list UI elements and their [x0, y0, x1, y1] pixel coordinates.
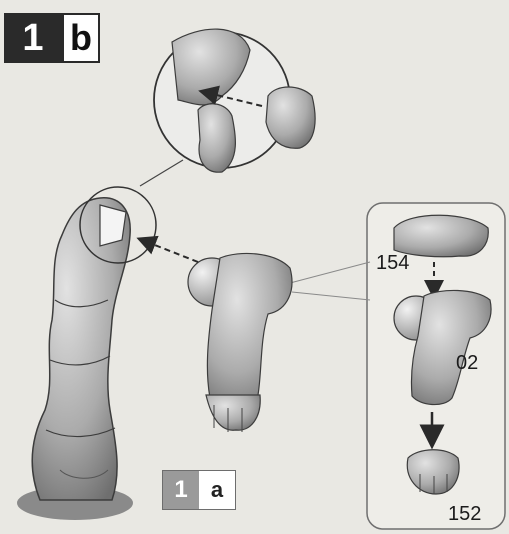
zoom-connector-line: [140, 160, 183, 186]
step-number: 1: [4, 13, 62, 63]
part-label-152: 152: [448, 503, 481, 526]
panel-connector-line: [290, 262, 370, 283]
step-badge: 1 b: [4, 13, 100, 63]
step-letter: b: [62, 13, 100, 63]
zoom-circle: [154, 29, 315, 172]
part-label-154: 154: [376, 252, 409, 275]
reference-step-letter: a: [199, 471, 235, 509]
part-label-02: 02: [456, 352, 478, 375]
middle-leg-part: [188, 253, 292, 432]
part-154: [394, 215, 488, 257]
reference-step-number: 1: [163, 471, 199, 509]
leg-assembly: [17, 198, 133, 520]
panel-connector-line: [292, 292, 370, 300]
reference-step-badge: 1 a: [162, 470, 236, 510]
assembly-arrow-dashed: [142, 240, 198, 262]
